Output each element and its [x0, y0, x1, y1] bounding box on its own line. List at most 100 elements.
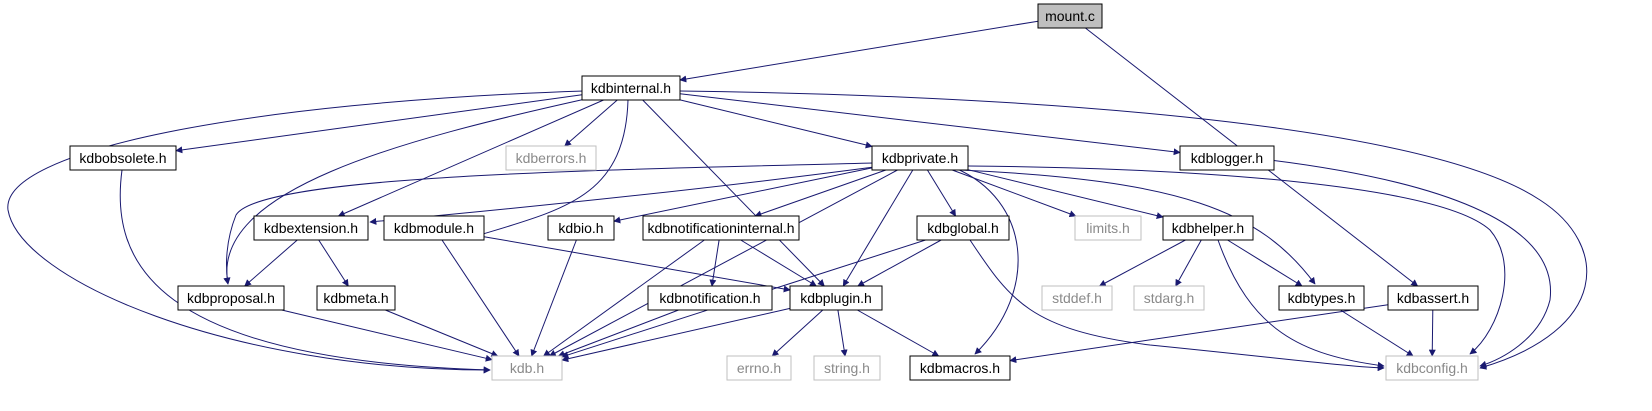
- node-label: kdb.h: [510, 360, 544, 376]
- edge-kdbhelper-to-stdarg: [1175, 239, 1202, 287]
- edge-kdbhelper-to-stddef: [1098, 239, 1186, 287]
- node-box: [177, 285, 285, 311]
- edge-kdbprivate-to-kdbio: [613, 167, 873, 224]
- edge-kdbextension-to-kdbproposal: [244, 239, 298, 287]
- node-kdbhelper[interactable]: kdbhelper.h: [1162, 215, 1254, 241]
- edge-kdbprivate-to-kdbextension: [369, 166, 875, 225]
- node-box: [1037, 3, 1103, 29]
- edge-kdbprivate-to-kdbhelper: [967, 169, 1164, 220]
- node-label: kdberrors.h: [516, 150, 587, 166]
- node-label: kdbproposal.h: [187, 290, 275, 306]
- node-label: stddef.h: [1052, 290, 1102, 306]
- node-kdbnotificationinternal[interactable]: kdbnotificationinternal.h: [642, 215, 800, 241]
- node-box: [491, 355, 563, 381]
- node-limits: limits.h: [1074, 215, 1142, 241]
- node-mount_c[interactable]: mount.c: [1037, 3, 1103, 29]
- edge-kdbhelper-to-kdbconfig: [1217, 239, 1385, 369]
- node-label: kdbextension.h: [264, 220, 358, 236]
- edge-kdbnotification-to-kdb: [557, 309, 679, 358]
- node-box: [1041, 285, 1113, 311]
- edge-kdblogger-to-kdbconfig: [1269, 159, 1551, 368]
- node-label: string.h: [824, 360, 870, 376]
- edge-kdbextension-to-kdbmeta: [318, 239, 349, 287]
- edge-kdbio-to-kdb: [530, 239, 577, 357]
- edge-kdbtypes-to-kdbconfig: [1340, 309, 1414, 357]
- node-box: [581, 75, 681, 101]
- node-label: kdbtypes.h: [1288, 290, 1356, 306]
- edge-kdbplugin-to-kdbmacros: [857, 309, 940, 357]
- node-kdbplugin[interactable]: kdbplugin.h: [789, 285, 883, 311]
- node-kdbtypes[interactable]: kdbtypes.h: [1278, 285, 1365, 311]
- node-kdbextension[interactable]: kdbextension.h: [253, 215, 369, 241]
- node-label: kdbglobal.h: [927, 220, 999, 236]
- edge-kdbmodule-to-kdb: [441, 239, 520, 357]
- node-box: [1387, 285, 1479, 311]
- node-box: [383, 215, 485, 241]
- node-kdbio[interactable]: kdbio.h: [547, 215, 615, 241]
- edge-kdbinternal-to-kdbplugin: [642, 99, 825, 287]
- edge-kdbprivate-to-kdbtypes: [959, 169, 1316, 285]
- node-kdb: kdb.h: [491, 355, 563, 381]
- edge-kdbmodule-to-kdbplugin: [483, 236, 791, 293]
- edge-kdbinternal-to-kdbproposal: [223, 97, 591, 285]
- node-box: [547, 215, 615, 241]
- node-label: kdbconfig.h: [1396, 360, 1468, 376]
- edge-kdbproposal-to-kdb: [281, 309, 493, 362]
- node-string: string.h: [813, 355, 881, 381]
- edge-kdbprivate-to-kdb: [548, 169, 898, 357]
- node-box: [909, 355, 1011, 381]
- node-kdbmodule[interactable]: kdbmodule.h: [383, 215, 485, 241]
- node-box: [813, 355, 881, 381]
- node-box: [916, 215, 1010, 241]
- node-box: [253, 215, 369, 241]
- node-kdbobsolete[interactable]: kdbobsolete.h: [69, 145, 177, 171]
- node-label: mount.c: [1045, 8, 1095, 24]
- node-kdbconfig: kdbconfig.h: [1385, 355, 1479, 381]
- edge-kdbprivate-to-kdbmacros: [954, 167, 1019, 355]
- edge-kdbinternal-to-kdbextension: [337, 99, 604, 217]
- node-box: [871, 145, 969, 171]
- node-label: kdbinternal.h: [591, 80, 671, 96]
- node-box: [1074, 215, 1142, 241]
- node-label: kdbhelper.h: [1172, 220, 1244, 236]
- edge-kdbplugin-to-kdb: [561, 307, 791, 363]
- node-box: [647, 285, 773, 311]
- node-label: kdbnotificationinternal.h: [647, 220, 794, 236]
- edge-kdbglobal-to-kdbconfig: [969, 239, 1385, 372]
- node-kdbinternal[interactable]: kdbinternal.h: [581, 75, 681, 101]
- edge-kdbinternal-to-kdbprivate: [679, 99, 873, 149]
- node-kdbmeta[interactable]: kdbmeta.h: [316, 285, 396, 311]
- node-box: [69, 145, 177, 171]
- node-kdbproposal[interactable]: kdbproposal.h: [177, 285, 285, 311]
- node-label: limits.h: [1086, 220, 1130, 236]
- node-label: kdblogger.h: [1191, 150, 1263, 166]
- edge-kdbprivate-to-kdbglobal: [926, 169, 957, 217]
- node-label: kdbassert.h: [1397, 290, 1469, 306]
- node-stdarg: stdarg.h: [1133, 285, 1205, 311]
- edge-kdbplugin-to-errno: [771, 309, 824, 357]
- node-kdbnotification[interactable]: kdbnotification.h: [647, 285, 773, 311]
- node-box: [316, 285, 396, 311]
- edge-kdbinternal-to-kdb: [7, 90, 585, 374]
- node-box: [1179, 145, 1275, 171]
- node-label: kdbobsolete.h: [79, 150, 166, 166]
- edge-kdbinternal-to-kdbobsolete: [175, 94, 583, 154]
- edge-kdbassert-to-kdbmacros: [1009, 304, 1389, 364]
- node-kdbprivate[interactable]: kdbprivate.h: [871, 145, 969, 171]
- node-label: kdbmeta.h: [323, 290, 388, 306]
- edge-kdbinternal-to-kdbconfig: [679, 90, 1588, 370]
- edge-kdbinternal-to-kdberrors: [564, 99, 618, 147]
- node-label: stdarg.h: [1144, 290, 1195, 306]
- node-kdbglobal[interactable]: kdbglobal.h: [916, 215, 1010, 241]
- node-kdbmacros[interactable]: kdbmacros.h: [909, 355, 1011, 381]
- edge-kdbassert-to-kdbconfig: [1428, 309, 1436, 357]
- node-label: kdbio.h: [558, 220, 603, 236]
- node-box: [642, 215, 800, 241]
- node-stddef: stddef.h: [1041, 285, 1113, 311]
- node-kdbassert[interactable]: kdbassert.h: [1387, 285, 1479, 311]
- edge-kdbmeta-to-kdb: [385, 309, 499, 357]
- node-kdblogger[interactable]: kdblogger.h: [1179, 145, 1275, 171]
- edge-kdbprivate-to-kdbconfig: [967, 165, 1506, 355]
- edge-kdbinternal-to-kdbmodule: [469, 99, 629, 240]
